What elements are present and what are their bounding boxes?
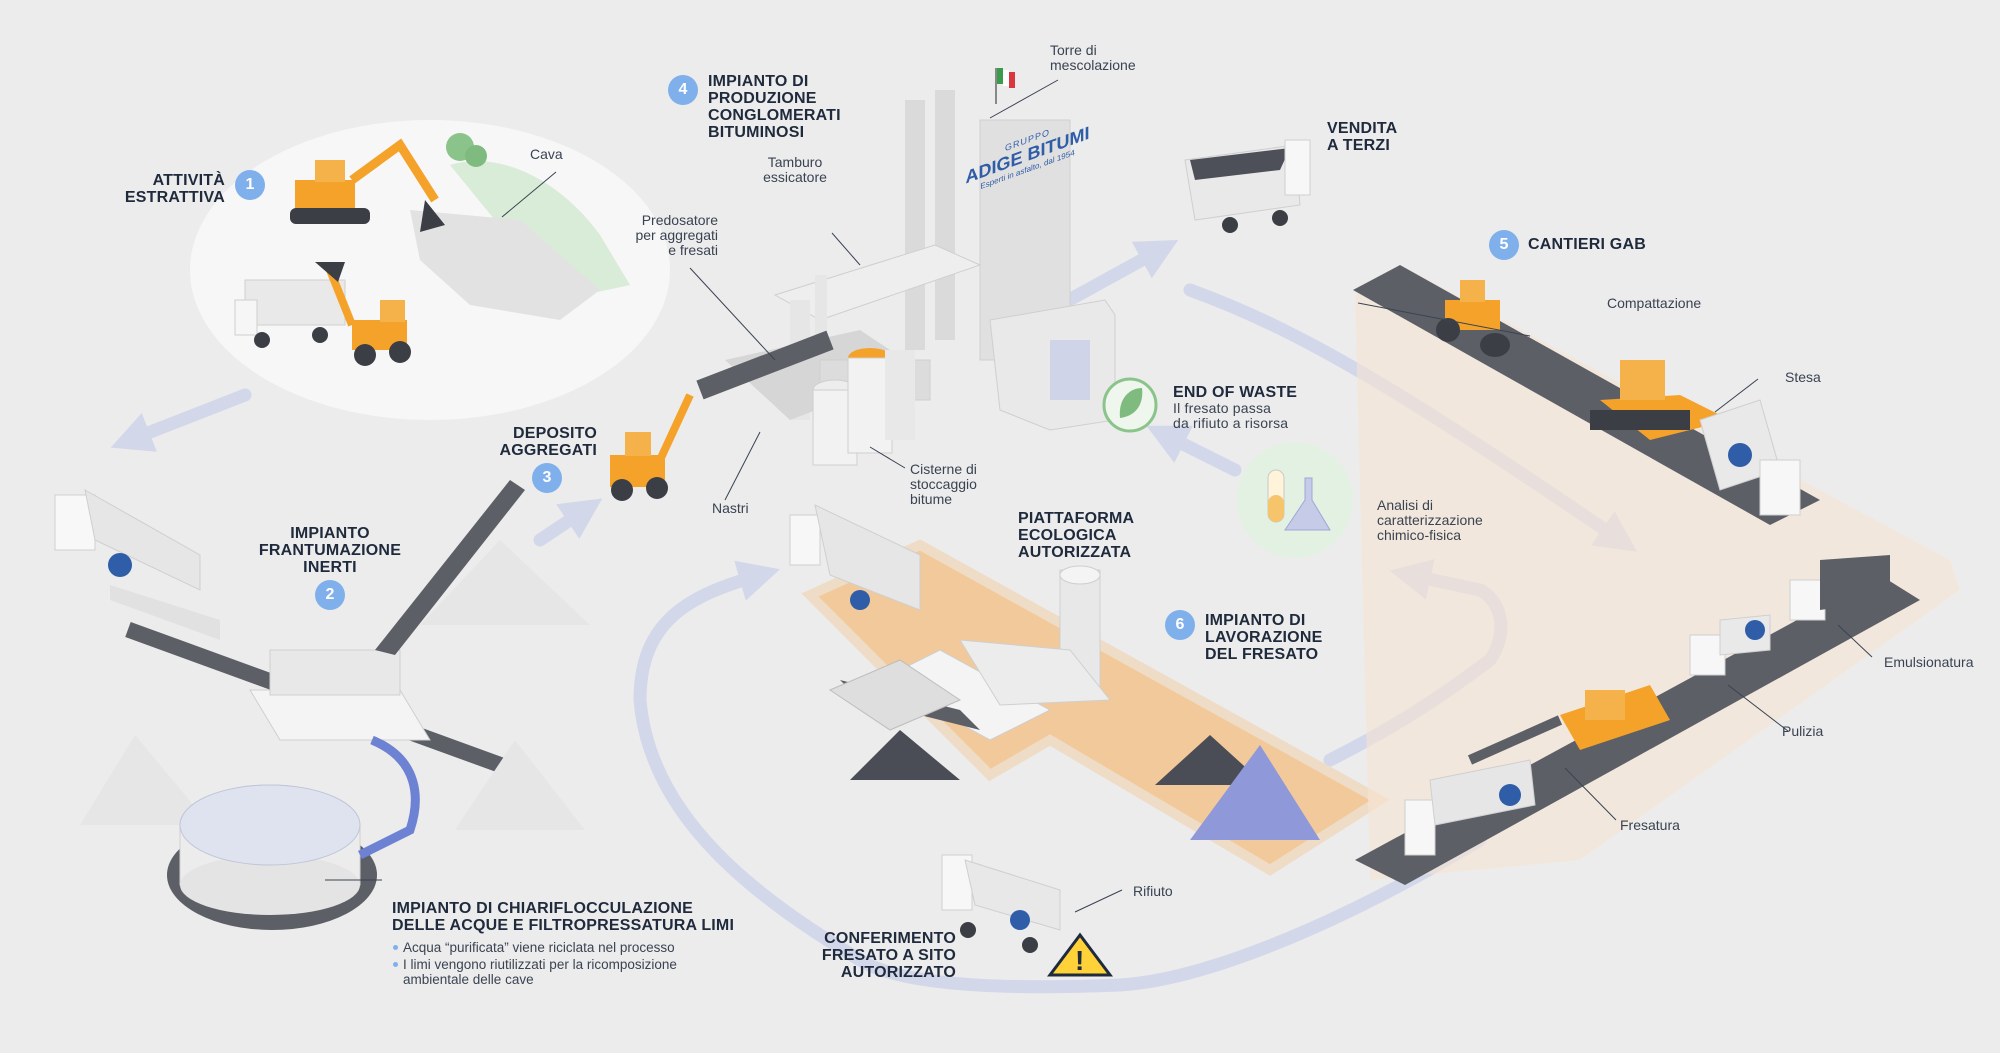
shelter (828, 659, 962, 780)
label-fresatura: Fresatura (1620, 817, 1680, 833)
label-stesa: Stesa (1785, 369, 1821, 385)
bullet-item: I limi vengono riutilizzati per la ricom… (393, 957, 677, 987)
crushing-plant (80, 480, 590, 830)
platform-title: PIATTAFORMA ECOLOGICA AUTORIZZATA (1018, 510, 1135, 561)
flow-arrow (533, 498, 603, 547)
italian-flag-icon (995, 68, 1015, 104)
sale-truck-icon (1184, 139, 1311, 233)
rap-pile (1155, 735, 1265, 785)
sale-title: VENDITA A TERZI (1327, 120, 1398, 154)
dump-truck-icon (54, 489, 220, 640)
sweeper-icon (1689, 614, 1771, 676)
step-1-badge: 1 (235, 170, 265, 200)
flow-arrow (1053, 239, 1179, 312)
milling-truck-icon (1404, 759, 1536, 856)
disposal-truck-icon (941, 854, 1061, 953)
platform-truck-icon (789, 504, 921, 611)
leader-lines (325, 79, 1873, 913)
step-5-title: CANTIERI GAB (1528, 236, 1646, 253)
water-plant-title: IMPIANTO DI CHIARIFLOCCULAZIONE DELLE AC… (392, 900, 735, 934)
flow-arrow (1146, 425, 1242, 477)
label-emulsionatura: Emulsionatura (1884, 654, 1974, 670)
label-pulizia: Pulizia (1782, 723, 1824, 739)
quarry-truck-icon (234, 279, 346, 348)
flow-arrow (633, 560, 1487, 994)
excavator-icon (290, 138, 445, 232)
emulsion-truck-icon (1789, 555, 1890, 621)
step-2-badge: 2 (315, 580, 345, 610)
label-cava: Cava (530, 146, 563, 162)
step-4-title: IMPIANTO DI PRODUZIONE CONGLOMERATI BITU… (708, 73, 841, 141)
road-site-bg (1355, 270, 1960, 880)
paver-icon (1590, 360, 1730, 440)
disposal-title: CONFERIMENTO FRESATO A SITO AUTORIZZATO (821, 930, 956, 981)
step-1-title: ATTIVITÀ ESTRATTIVA (124, 172, 225, 206)
tree-icon (465, 145, 487, 167)
roller-icon (1436, 280, 1510, 357)
wheel-loader-icon (315, 262, 411, 366)
step-5-badge: 5 (1489, 230, 1519, 260)
quarry-rock (410, 210, 600, 320)
paving-truck-icon (1699, 399, 1801, 516)
milling-machine-icon (1467, 685, 1670, 765)
flow-arrow (110, 388, 252, 452)
step-2-title: IMPIANTO FRANTUMAZIONE INERTI (258, 525, 402, 576)
step-3-badge: 3 (532, 463, 562, 493)
deposit-loader-icon (610, 393, 694, 501)
step-4-badge: 4 (668, 75, 698, 105)
step-6-badge: 6 (1165, 610, 1195, 640)
water-tank (167, 784, 377, 930)
step-3-title: DEPOSITO AGGREGATI (499, 425, 597, 459)
label-compattazione: Compattazione (1607, 295, 1702, 311)
end-of-waste-title: END OF WASTE (1173, 384, 1298, 401)
svg-text:!: ! (1075, 945, 1084, 976)
water-pipe (357, 735, 420, 860)
quarry-grass (450, 161, 630, 300)
lab-flask-icon (1237, 442, 1353, 558)
label-rifiuto: Rifiuto (1133, 883, 1173, 899)
label-nastri: Nastri (712, 500, 749, 516)
tarp-pile (1190, 745, 1320, 840)
end-of-waste: END OF WASTE Il fresato passa da rifiuto… (1173, 384, 1343, 431)
water-plant-bullets: Acqua “purificata” viene riciclata nel p… (393, 940, 677, 989)
step-6-title: IMPIANTO DI LAVORAZIONE DEL FRESATO (1205, 612, 1323, 663)
leaf-shape (1119, 388, 1143, 418)
asphalt-plant (696, 90, 1116, 466)
bullet-item: Acqua “purificata” viene riciclata nel p… (393, 940, 677, 955)
warning-icon (1047, 932, 1113, 977)
